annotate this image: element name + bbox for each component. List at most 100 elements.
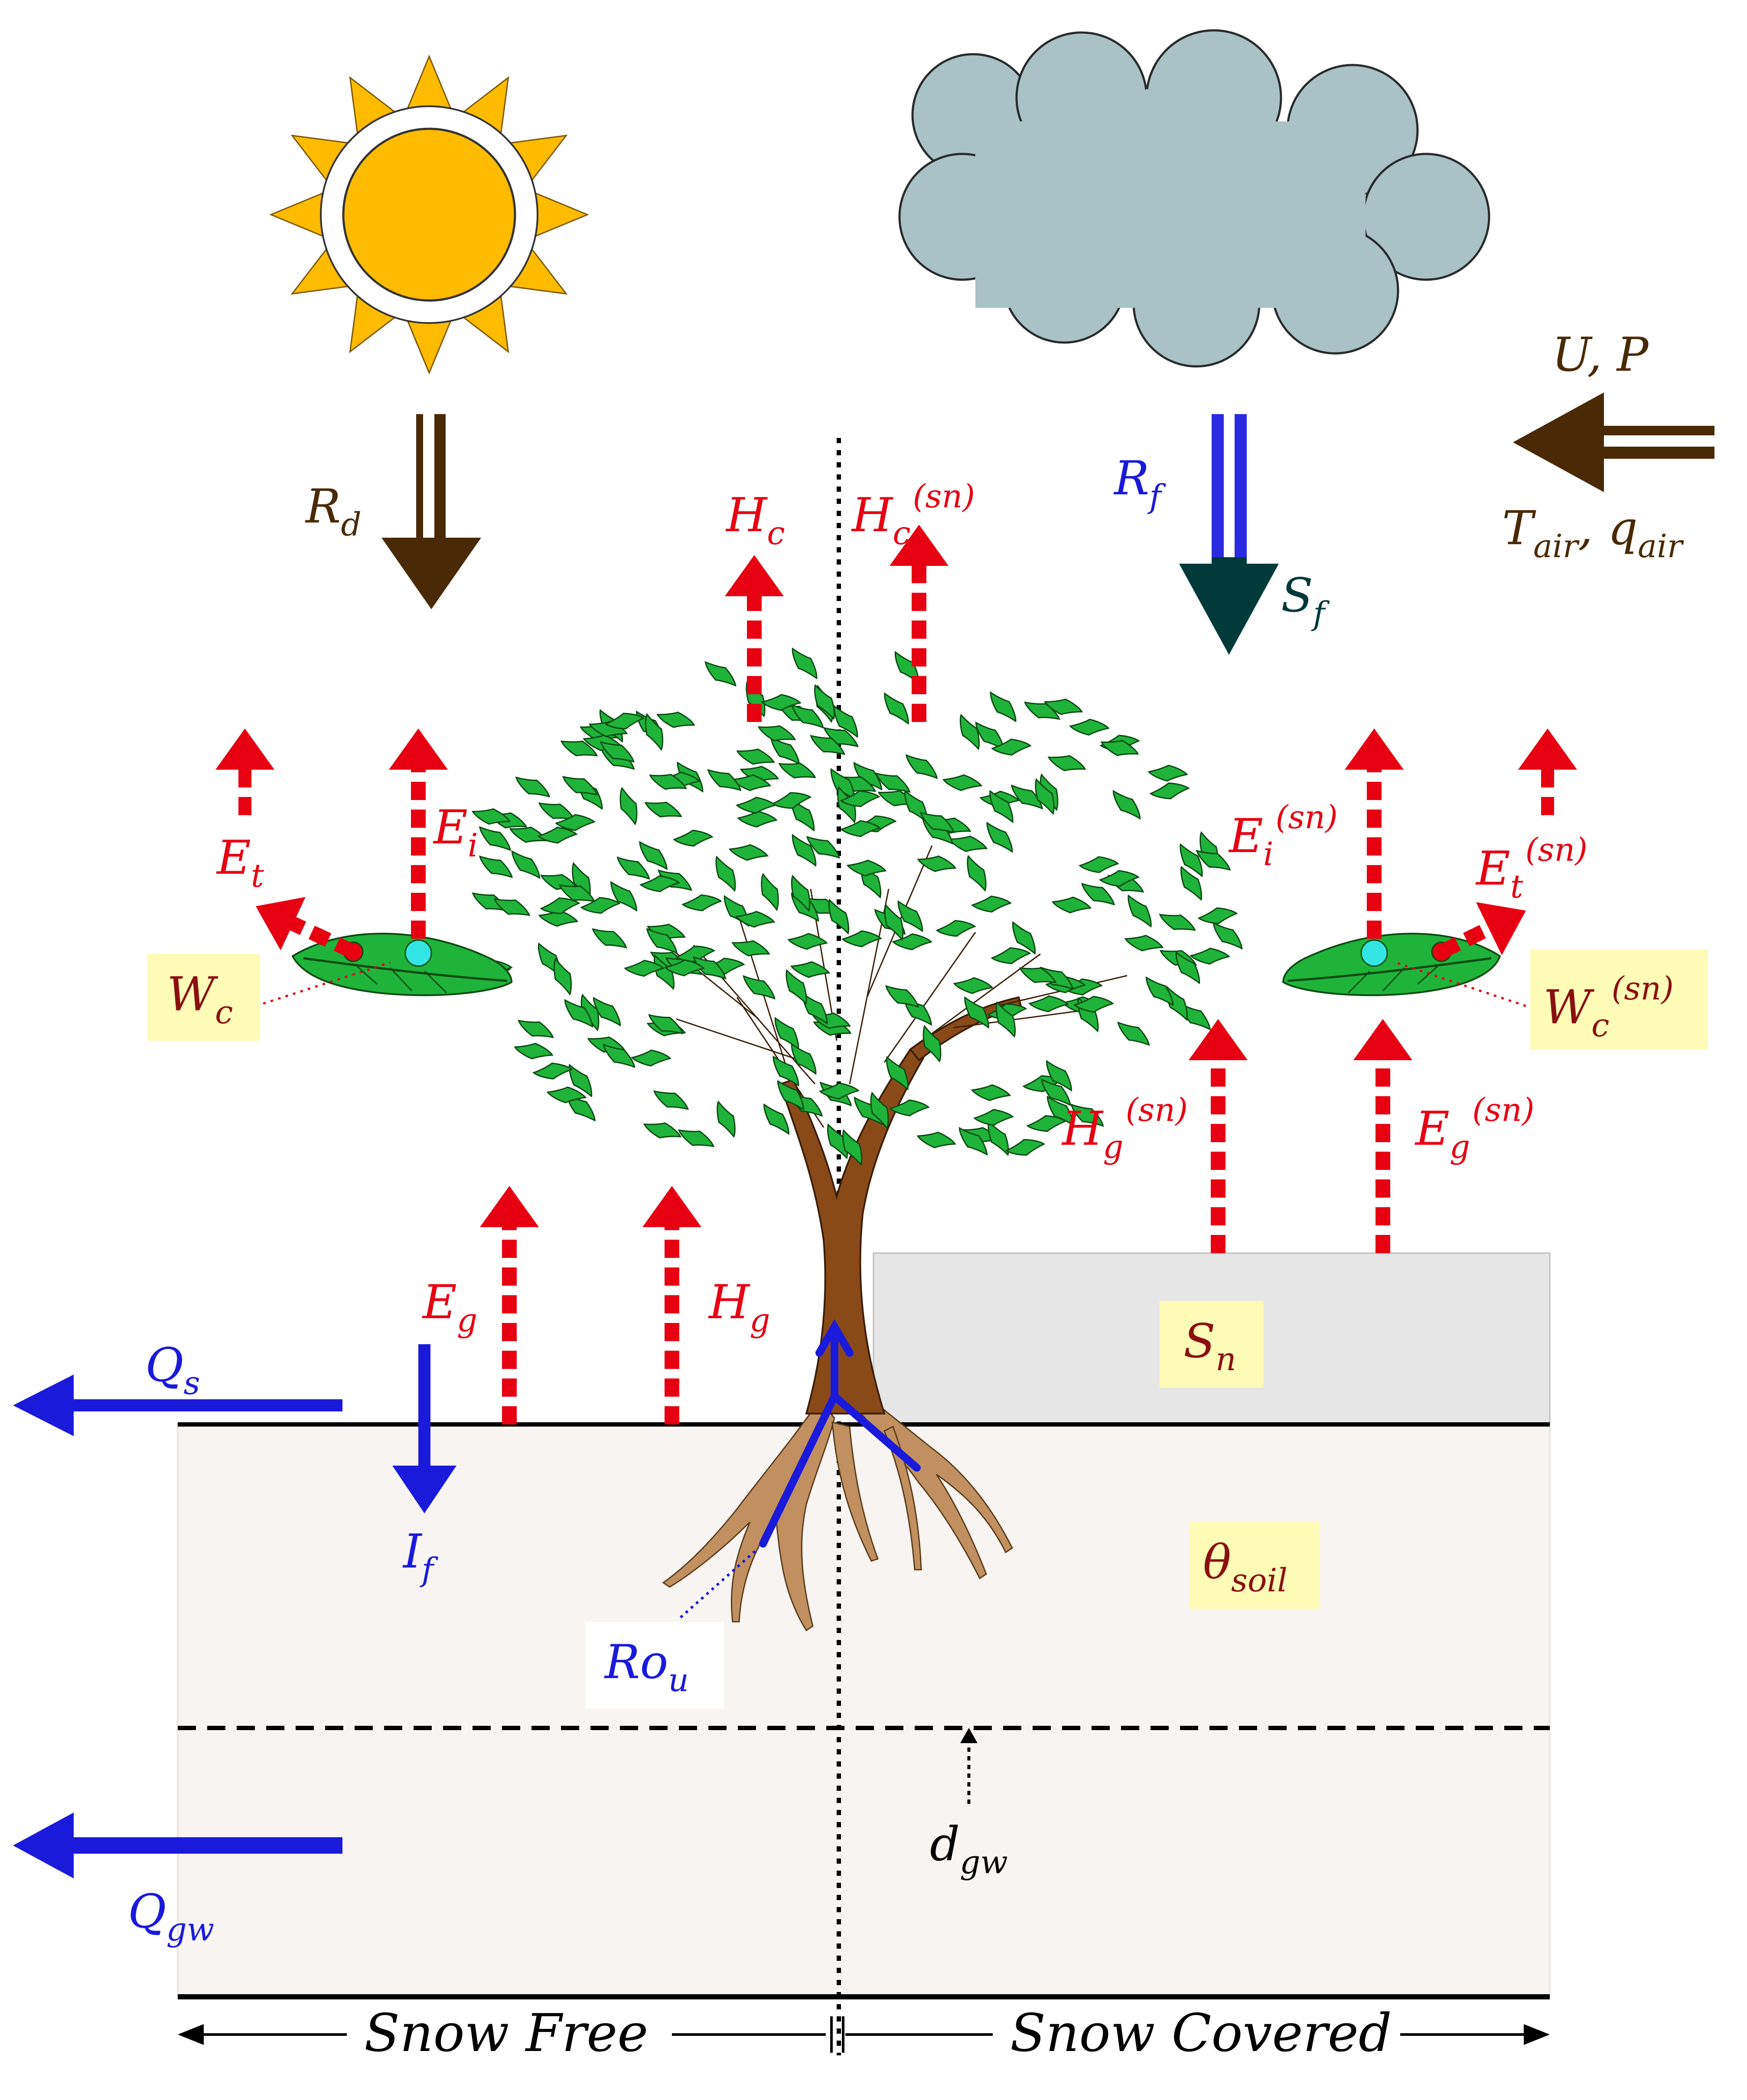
canopy-leaf bbox=[995, 1001, 1016, 1038]
canopy-water-sn-label-box bbox=[1530, 950, 1708, 1049]
canopy-leaf bbox=[772, 1055, 799, 1087]
canopy-leaf bbox=[645, 713, 664, 751]
canopy-leaf bbox=[814, 684, 835, 720]
canopy-leaf bbox=[791, 704, 824, 729]
label-wc-sn: Wc(sn) bbox=[1543, 970, 1674, 1044]
label-hg-sn: Hg(sn) bbox=[1061, 1091, 1188, 1166]
canopy-leaf bbox=[603, 1043, 636, 1068]
canopy-leaf bbox=[886, 1056, 909, 1091]
canopy-leaf bbox=[639, 875, 680, 892]
canopy-leaf bbox=[778, 762, 816, 779]
transpiration-diag-arrow bbox=[256, 897, 357, 959]
snow-covered-label: Snow Covered bbox=[1010, 2003, 1392, 2064]
canopy-leaf bbox=[959, 713, 980, 751]
canopy-leaf bbox=[897, 900, 923, 932]
canopy-leaf bbox=[1047, 1095, 1074, 1127]
canopy-sensible-heat-arrow bbox=[725, 555, 784, 722]
soil-moisture-label-box bbox=[1190, 1522, 1320, 1609]
interception-evap-sn-arrow bbox=[1345, 728, 1404, 939]
ground-evap-arrow bbox=[480, 1186, 539, 1424]
sun-ray bbox=[535, 192, 589, 237]
surface-runoff-arrow bbox=[13, 1375, 342, 1436]
canopy-leaf bbox=[1180, 1003, 1211, 1031]
canopy-leaf bbox=[906, 754, 938, 779]
label-wc: Wc bbox=[167, 967, 233, 1031]
canopy-leaf bbox=[885, 985, 919, 1008]
label-rf: Rf bbox=[1113, 451, 1166, 515]
tree-branch bbox=[953, 1009, 1084, 1029]
canopy-water-label-box bbox=[147, 954, 260, 1041]
canopy-leaf bbox=[653, 1090, 689, 1110]
canopy-leaf bbox=[870, 1091, 889, 1130]
canopy-leaf bbox=[493, 898, 531, 916]
canopy-leaf bbox=[1051, 896, 1092, 914]
canopy-leaf bbox=[1012, 921, 1036, 955]
water-table-depth-arrow bbox=[960, 1728, 978, 1804]
canopy-leaf bbox=[1117, 1021, 1150, 1046]
canopy-leaf bbox=[731, 940, 770, 957]
canopy-leaf bbox=[842, 1129, 863, 1166]
label-dgw: dgw bbox=[930, 1817, 1008, 1881]
canopy-leaf bbox=[1197, 907, 1238, 924]
leaf-icon bbox=[1282, 933, 1501, 996]
canopy-leaf bbox=[833, 705, 858, 738]
canopy-leaf bbox=[917, 855, 957, 872]
canopy-leaf bbox=[916, 1131, 956, 1149]
canopy-leaf bbox=[704, 661, 737, 687]
canopy-leaf bbox=[990, 691, 1017, 722]
canopy-leaf bbox=[648, 1014, 684, 1035]
rainfall-arrow bbox=[1179, 414, 1279, 655]
canopy-leaf bbox=[875, 772, 911, 793]
canopy-leaf bbox=[1026, 1115, 1067, 1132]
canopy-leaf bbox=[986, 822, 1013, 853]
canopy-leaf bbox=[560, 740, 598, 757]
canopy-leaf bbox=[656, 712, 695, 728]
canopy-leaf bbox=[846, 859, 887, 877]
canopy-leaf bbox=[1159, 914, 1196, 931]
canopy-leaf bbox=[538, 910, 579, 927]
canopy-leaf bbox=[967, 855, 987, 892]
canopy-leaf bbox=[889, 1099, 930, 1117]
snowpack-label-box bbox=[1160, 1301, 1264, 1388]
canopy-leaf bbox=[737, 810, 778, 828]
canopy-leaf bbox=[631, 1049, 671, 1067]
label-hg: Hg bbox=[708, 1275, 770, 1339]
canopy-leaf bbox=[540, 874, 578, 890]
label-theta-soil: θsoil bbox=[1203, 1535, 1287, 1599]
canopy-leaf bbox=[1079, 856, 1119, 873]
canopy-leaf bbox=[1069, 719, 1110, 736]
canopy-leaf bbox=[763, 1103, 789, 1135]
canopy-leaf bbox=[792, 647, 818, 679]
canopy-leaf bbox=[673, 830, 714, 847]
canopy-leaf bbox=[619, 787, 638, 826]
canopy-leaf bbox=[546, 1086, 587, 1104]
ground-sensible-heat-sn-arrow bbox=[1189, 1019, 1248, 1253]
canopy-leaf bbox=[1100, 740, 1139, 756]
interception-evap-arrow bbox=[389, 728, 448, 939]
canopy-leaf bbox=[761, 872, 779, 911]
tree-branch bbox=[910, 953, 1041, 1050]
canopy-leaf bbox=[1175, 951, 1200, 984]
canopy-leaf bbox=[610, 881, 637, 912]
canopy-leaf bbox=[731, 774, 772, 791]
canopy-leaf bbox=[479, 826, 511, 851]
canopy-leaf bbox=[1043, 698, 1083, 715]
canopy-leaf bbox=[644, 801, 682, 818]
canopy-leaf bbox=[562, 776, 598, 796]
canopy-leaf bbox=[1180, 865, 1203, 901]
transpiration-sn-diag-arrow bbox=[1438, 902, 1526, 959]
label-qs: Qs bbox=[145, 1338, 200, 1402]
canopy-leaf bbox=[736, 748, 775, 765]
canopy-leaf bbox=[884, 904, 904, 941]
canopy-leaf bbox=[624, 960, 665, 977]
canopy-sensible-heat-sn-arrow bbox=[890, 525, 948, 722]
canopy-leaf bbox=[1190, 947, 1230, 965]
canopy-leaf bbox=[743, 975, 776, 1000]
canopy-leaf bbox=[802, 993, 828, 1025]
canopy-leaf bbox=[728, 844, 769, 861]
canopy-leaf bbox=[511, 850, 541, 879]
canopy-leaf bbox=[806, 836, 840, 859]
canopy-leaf bbox=[1112, 790, 1141, 820]
canopy-leaf bbox=[735, 911, 776, 928]
